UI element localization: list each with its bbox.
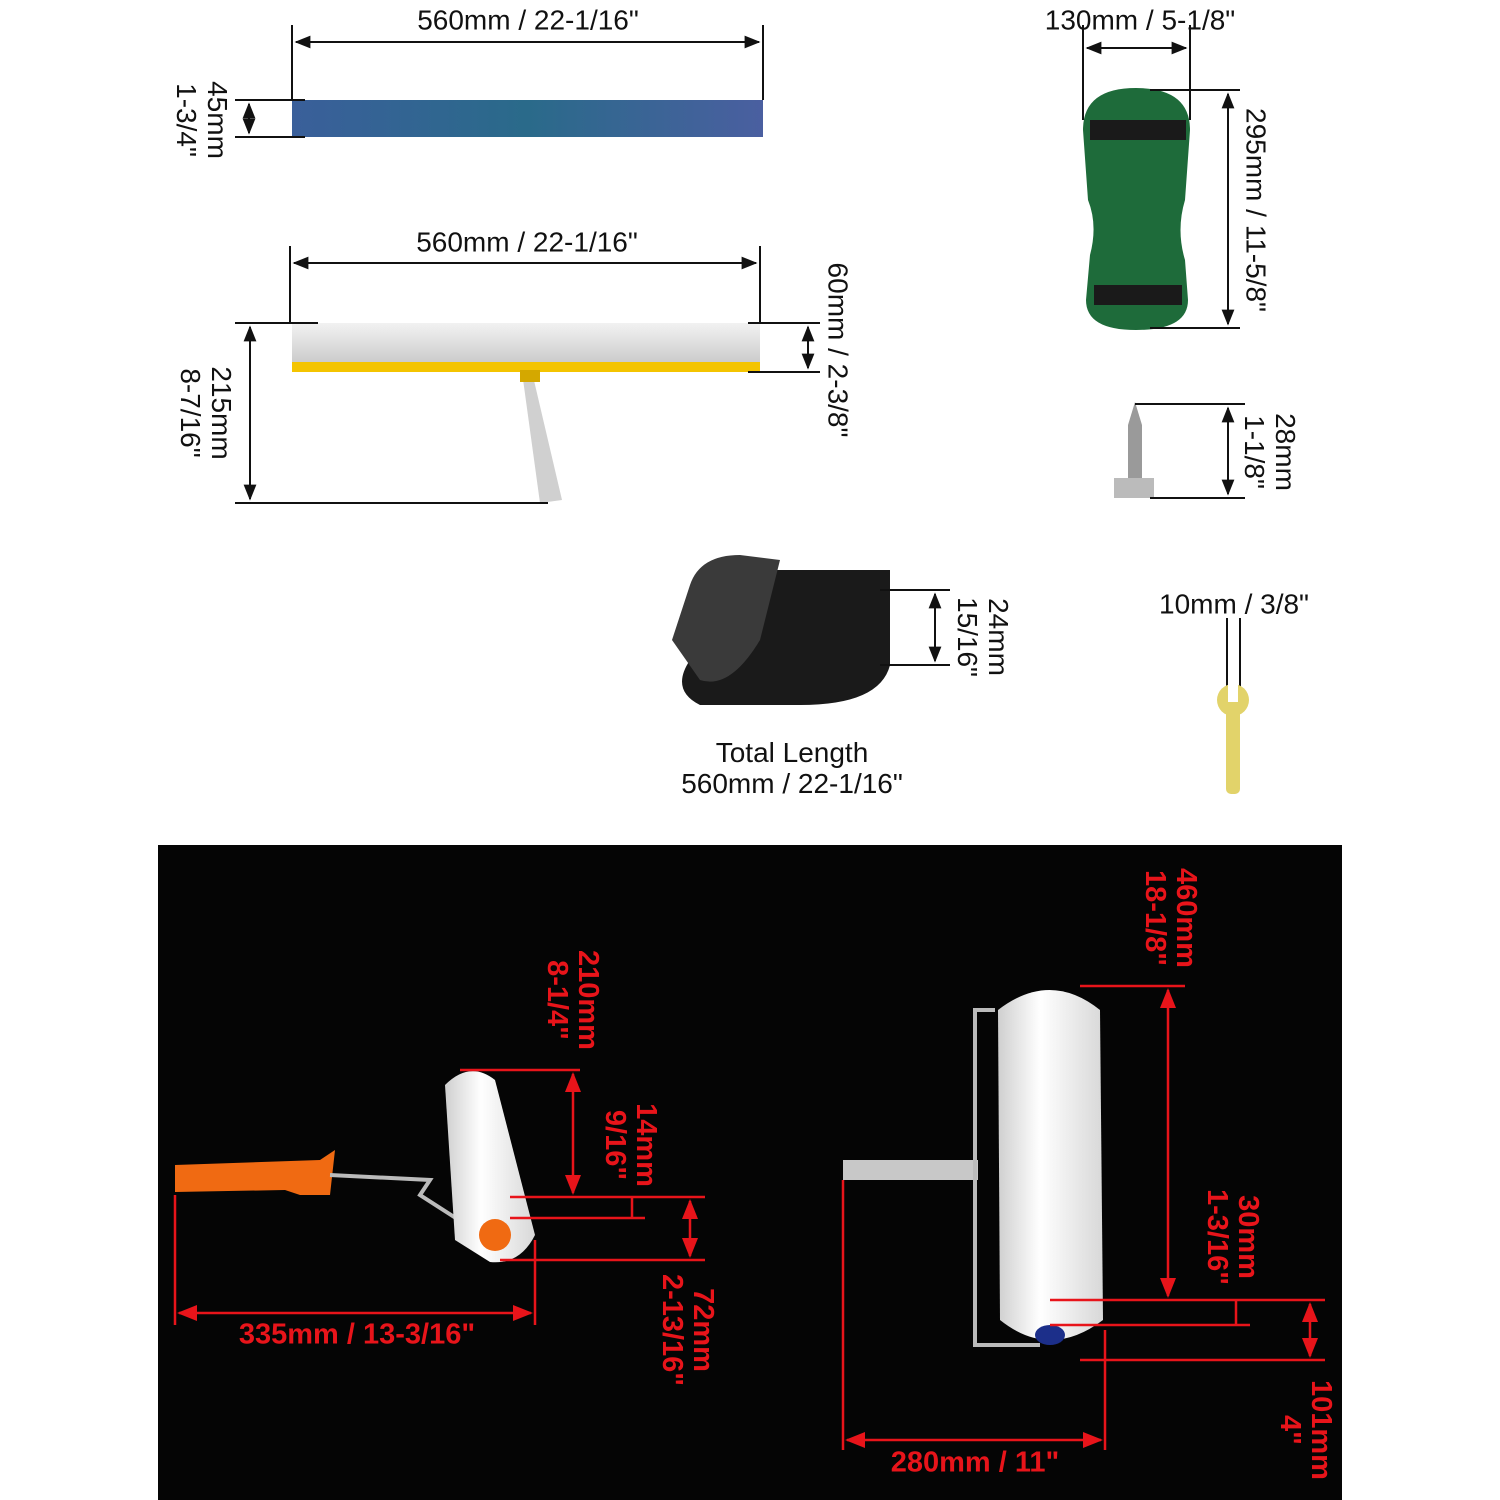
small-roller-length-in: 8-1/4" — [541, 960, 573, 1040]
shoe-width-label: 130mm / 5-1/8" — [1044, 4, 1236, 36]
large-roller-length-mm: 460mm — [1170, 868, 1202, 968]
small-roller-length-mm: 210mm — [572, 950, 604, 1050]
spiked-shoe — [1083, 88, 1190, 330]
wrench-size-label: 10mm / 3/8" — [1159, 588, 1309, 620]
strap-total-length-title: Total Length — [715, 737, 869, 768]
squeegee-height-mm: 215mm — [206, 366, 237, 460]
large-roller-diameter-mm: 101mm — [1305, 1380, 1337, 1480]
small-roller-spike-mm: 14mm — [630, 1103, 662, 1187]
large-roller-diameter-in: 4" — [1274, 1415, 1306, 1445]
squeegee-blade-height-label: 60mm / 2-3/8" — [822, 262, 854, 438]
roller-panel — [158, 845, 1342, 1500]
large-roller-spike-mm: 30mm — [1232, 1195, 1264, 1279]
blade-height-mm: 45mm — [202, 81, 233, 159]
spike-length-in: 1-1/8" — [1239, 415, 1270, 489]
large-roller-spike-in: 1-3/16" — [1201, 1189, 1233, 1285]
small-roller — [175, 1071, 535, 1263]
shoe-length-label: 295mm / 11-5/8" — [1240, 108, 1272, 312]
squeegee-width-label: 560mm / 22-1/16" — [416, 226, 638, 258]
large-roller-length-in: 18-1/8" — [1139, 870, 1171, 966]
blade-height-in: 1-3/4" — [171, 83, 202, 157]
spike-length-mm: 28mm — [1270, 413, 1301, 491]
blade-width-label: 560mm / 22-1/16" — [417, 4, 639, 36]
large-roller-width-label: 280mm / 11" — [890, 1446, 1060, 1479]
small-roller-diameter-mm: 72mm — [687, 1288, 719, 1372]
spike — [1114, 402, 1154, 498]
large-roller — [843, 990, 1103, 1347]
squeegee-height-in: 8-7/16" — [175, 368, 206, 458]
small-roller-width-label: 335mm / 13-3/16" — [238, 1318, 476, 1351]
strap-width-in: 15/16" — [952, 596, 983, 678]
spiked-blade — [292, 100, 763, 137]
squeegee — [292, 323, 760, 503]
strap-total-length-value: 560mm / 22-1/16" — [681, 768, 903, 799]
small-roller-spike-in: 9/16" — [599, 1109, 631, 1181]
strap-width-mm: 24mm — [983, 598, 1014, 676]
wrench — [1217, 680, 1249, 794]
strap — [672, 555, 890, 705]
small-roller-diameter-in: 2-13/16" — [656, 1273, 688, 1387]
